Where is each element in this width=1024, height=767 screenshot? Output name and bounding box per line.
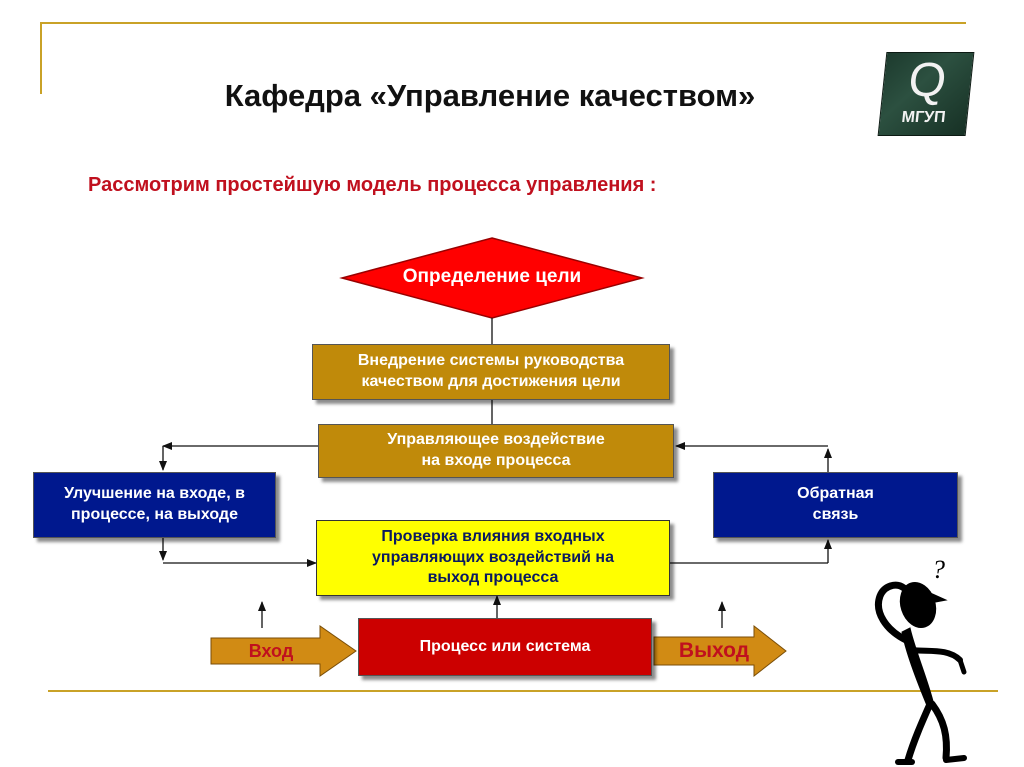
input-label: Вход bbox=[248, 641, 294, 661]
check-box: Проверка влияния входных управляющих воз… bbox=[316, 520, 670, 596]
frame-bottom-line bbox=[48, 690, 998, 692]
question-mark: ? bbox=[932, 555, 945, 584]
output-arrow-shape bbox=[653, 624, 787, 678]
page-title: Кафедра «Управление качеством» bbox=[224, 78, 756, 113]
feedback-box: Обратная связь bbox=[713, 472, 958, 538]
improvement-box: Улучшение на входе, в процессе, на выход… bbox=[33, 472, 276, 538]
input-arrow-shape bbox=[210, 625, 357, 677]
control-action-box: Управляющее воздействие на входе процесс… bbox=[318, 424, 674, 478]
process-box: Процесс или система bbox=[358, 618, 652, 676]
frame-left-line bbox=[40, 22, 42, 94]
goal-label: Определение цели bbox=[402, 266, 582, 287]
frame-top-line bbox=[40, 22, 966, 24]
implementation-box: Внедрение системы руководства качеством … bbox=[312, 344, 670, 400]
output-label: Выход bbox=[678, 639, 750, 662]
thinking-man-icon bbox=[875, 581, 967, 765]
subtitle: Рассмотрим простейшую модель процесса уп… bbox=[88, 174, 657, 196]
